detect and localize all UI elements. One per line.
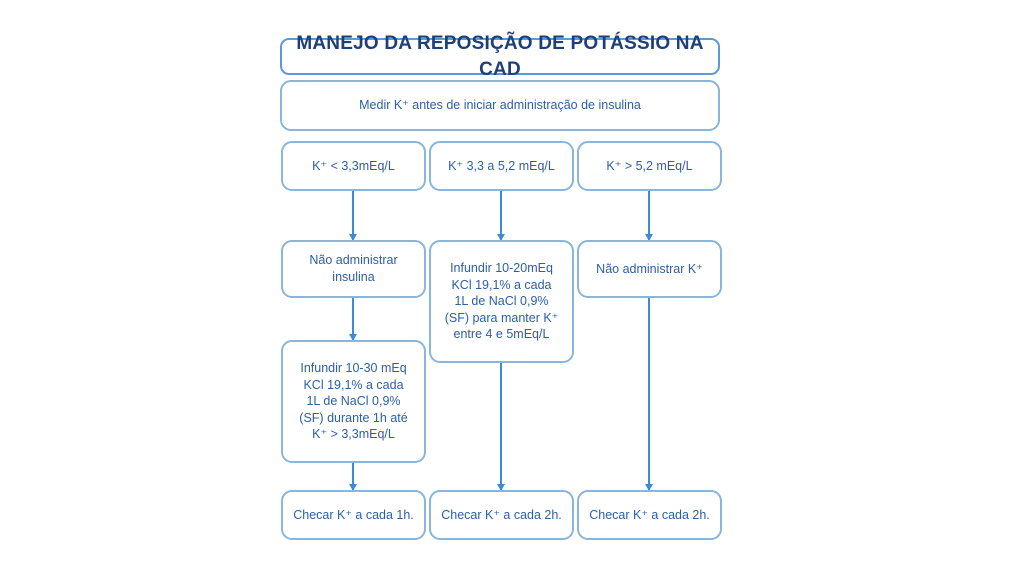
step-text-low-1: Não administrar insulina: [309, 253, 398, 284]
intro-box: Medir K⁺ antes de iniciar administração …: [280, 80, 720, 131]
arrow-mid-step1-to-followup: [500, 363, 502, 490]
arrow-high-condition-to-step1: [648, 191, 650, 240]
flowchart-title-box: MANEJO DA REPOSIÇÃO DE POTÁSSIO NA CAD: [280, 33, 720, 80]
step-box-low-1: Não administrar insulina: [281, 240, 426, 298]
followup-box-mid: Checar K⁺ a cada 2h.: [429, 490, 574, 540]
intro-text: Medir K⁺ antes de iniciar administração …: [359, 98, 641, 113]
step-text-high-1: Não administrar K⁺: [596, 261, 703, 276]
flowchart-title-text: MANEJO DA REPOSIÇÃO DE POTÁSSIO NA CAD: [296, 33, 704, 80]
condition-label-mid: K⁺ 3,3 a 5,2 mEq/L: [448, 158, 555, 173]
step-box-high-1: Não administrar K⁺: [577, 240, 722, 298]
arrow-low-step1-to-step2: [352, 298, 354, 340]
condition-box-low: K⁺ < 3,3mEq/L: [281, 141, 426, 191]
step-box-low-2: Infundir 10-30 mEq KCl 19,1% a cada 1L d…: [281, 340, 426, 463]
arrow-mid-condition-to-step1: [500, 191, 502, 240]
condition-label-low: K⁺ < 3,3mEq/L: [312, 158, 395, 173]
followup-box-high: Checar K⁺ a cada 2h.: [577, 490, 722, 540]
arrow-low-condition-to-step1: [352, 191, 354, 240]
condition-box-high: K⁺ > 5,2 mEq/L: [577, 141, 722, 191]
condition-box-mid: K⁺ 3,3 a 5,2 mEq/L: [429, 141, 574, 191]
followup-text-mid: Checar K⁺ a cada 2h.: [441, 507, 562, 522]
step-box-mid-1: Infundir 10-20mEq KCl 19,1% a cada 1L de…: [429, 240, 574, 363]
followup-text-high: Checar K⁺ a cada 2h.: [589, 507, 710, 522]
arrow-high-step1-to-followup: [648, 298, 650, 490]
step-text-mid-1: Infundir 10-20mEq KCl 19,1% a cada 1L de…: [444, 260, 559, 342]
followup-box-low: Checar K⁺ a cada 1h.: [281, 490, 426, 540]
step-text-low-2: Infundir 10-30 mEq KCl 19,1% a cada 1L d…: [299, 360, 408, 442]
condition-label-high: K⁺ > 5,2 mEq/L: [606, 158, 693, 173]
arrow-low-step2-to-followup: [352, 463, 354, 490]
followup-text-low: Checar K⁺ a cada 1h.: [293, 507, 414, 522]
